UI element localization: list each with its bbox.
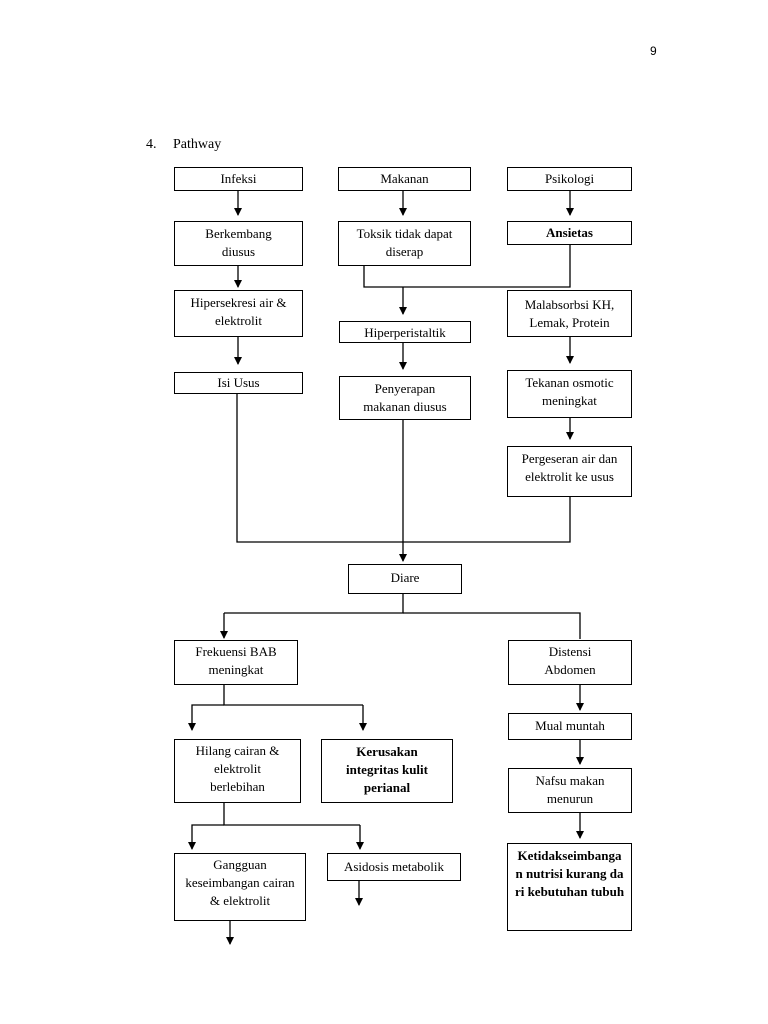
node-hipersekresi-label: Hipersekresi air & elektrolit [190, 295, 287, 328]
node-infeksi: Infeksi [174, 167, 303, 191]
node-toksik-label: Toksik tidak dapat diserap [356, 226, 453, 259]
node-ansietas: Ansietas [507, 221, 632, 245]
node-psikologi: Psikologi [507, 167, 632, 191]
arrow-hilang-gangguan [188, 824, 224, 850]
node-penyerapan: Penyerapan makanan diusus [339, 376, 471, 420]
node-gangguan-label: Gangguan keseimbangan cairan & elektroli… [185, 857, 295, 908]
node-tekanan: Tekanan osmotic meningkat [507, 370, 632, 418]
line-frekuensi-split [223, 685, 363, 706]
node-pergeseran-label: Pergeseran air dan elektrolit ke usus [521, 451, 618, 484]
node-isi-usus-label: Isi Usus [217, 375, 260, 390]
node-distensi-label: Distensi Abdomen [544, 644, 596, 677]
node-mual: Mual muntah [508, 713, 632, 740]
line-pergeseran-merge [403, 497, 571, 543]
line-toksik-ansietas-merge [363, 245, 571, 288]
node-toksik: Toksik tidak dapat diserap [338, 221, 471, 266]
node-diare: Diare [348, 564, 462, 594]
section-heading: 4. Pathway [146, 137, 221, 153]
node-ketidakseimbangan-label: Ketidakseimbangan nutrisi kurang dari ke… [514, 848, 625, 899]
node-malabsorbsi: Malabsorbsi KH, Lemak, Protein [507, 290, 632, 337]
node-gangguan: Gangguan keseimbangan cairan & elektroli… [174, 853, 306, 921]
node-ansietas-label: Ansietas [546, 225, 593, 240]
node-ketidakseimbangan: Ketidakseimbangan nutrisi kurang dari ke… [507, 843, 632, 931]
node-hilang-label: Hilang cairan & elektrolit berlebihan [195, 743, 280, 794]
node-kerusakan-label: Kerusakan integritas kulit perianal [346, 744, 428, 795]
node-frekuensi: Frekuensi BAB meningkat [174, 640, 298, 685]
node-asidosis-label: Asidosis metabolik [343, 859, 445, 874]
section-title: Pathway [173, 137, 222, 152]
line-hilang-split [223, 803, 360, 826]
node-pergeseran: Pergeseran air dan elektrolit ke usus [507, 446, 632, 497]
node-berkembang-label: Berkembang diusus [205, 226, 272, 259]
node-nafsu: Nafsu makan menurun [508, 768, 632, 813]
node-tekanan-label: Tekanan osmotic meningkat [525, 375, 614, 408]
node-asidosis: Asidosis metabolik [327, 853, 461, 881]
line-diare-distensi [403, 612, 581, 639]
node-infeksi-label: Infeksi [220, 171, 257, 186]
node-berkembang: Berkembang diusus [174, 221, 303, 266]
node-makanan-label: Makanan [380, 171, 429, 186]
node-hilang: Hilang cairan & elektrolit berlebihan [174, 739, 301, 803]
node-diare-label: Diare [390, 570, 420, 585]
line-diare-split [224, 594, 404, 614]
node-isi-usus: Isi Usus [174, 372, 303, 394]
page-number: 9 [650, 44, 657, 58]
node-hiperperistaltik-label: Hiperperistaltik [364, 325, 446, 340]
node-distensi: Distensi Abdomen [508, 640, 632, 685]
node-frekuensi-label: Frekuensi BAB meningkat [195, 644, 277, 677]
node-hipersekresi: Hipersekresi air & elektrolit [174, 290, 303, 337]
node-makanan: Makanan [338, 167, 471, 191]
node-mual-label: Mual muntah [535, 718, 605, 733]
node-penyerapan-label: Penyerapan makanan diusus [363, 381, 447, 414]
node-nafsu-label: Nafsu makan menurun [535, 773, 605, 806]
line-isiusus-merge [236, 394, 403, 543]
arrow-frekuensi-hilang [188, 704, 224, 731]
section-number: 4. [146, 137, 157, 152]
node-psikologi-label: Psikologi [544, 171, 595, 186]
node-kerusakan: Kerusakan integritas kulit perianal [321, 739, 453, 803]
node-malabsorbsi-label: Malabsorbsi KH, Lemak, Protein [524, 297, 615, 330]
node-hiperperistaltik: Hiperperistaltik [339, 321, 471, 343]
